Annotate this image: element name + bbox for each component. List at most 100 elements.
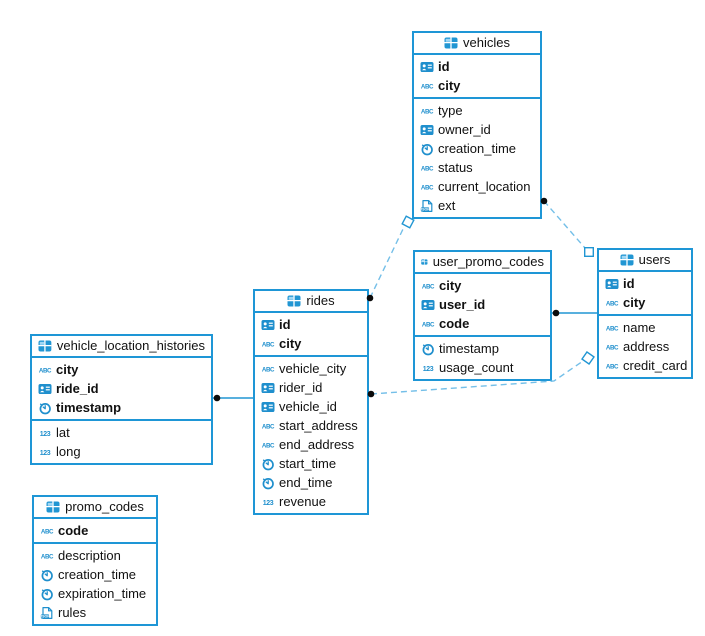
svg-text:ABC: ABC bbox=[261, 366, 274, 373]
svg-text:ABC: ABC bbox=[605, 363, 618, 370]
svg-text:ABC: ABC bbox=[261, 423, 274, 430]
field-label: timestamp bbox=[439, 340, 499, 356]
table-header[interactable]: users bbox=[599, 250, 691, 272]
svg-text:123: 123 bbox=[422, 365, 433, 372]
clock-icon bbox=[41, 588, 53, 600]
field-label: ext bbox=[438, 197, 456, 213]
field-row-id: id bbox=[599, 274, 691, 293]
relationship-line-vehicles-users bbox=[543, 200, 586, 249]
text-abc-icon: ABC bbox=[40, 528, 53, 535]
field-row-id: id bbox=[255, 315, 367, 334]
table-header[interactable]: promo_codes bbox=[34, 497, 156, 519]
field-label: description bbox=[58, 547, 121, 563]
field-row-user_id: user_id bbox=[415, 295, 550, 314]
table-header[interactable]: vehicle_location_histories bbox=[32, 336, 211, 358]
text-abc-icon: ABC bbox=[40, 553, 53, 560]
svg-text:ABC: ABC bbox=[605, 300, 618, 307]
text-abc-icon: ABC bbox=[605, 344, 618, 351]
field-row-type: ABC type bbox=[414, 101, 540, 120]
table-header[interactable]: rides bbox=[255, 291, 367, 313]
text-abc-icon: ABC bbox=[420, 165, 433, 172]
field-label: end_address bbox=[279, 436, 355, 452]
field-row-rules: JSON rules bbox=[34, 603, 156, 622]
field-row-credit_card: ABC credit_card bbox=[599, 356, 691, 375]
text-abc-icon: ABC bbox=[605, 300, 618, 307]
number-123-icon: 123 bbox=[262, 499, 273, 506]
field-label: type bbox=[438, 102, 463, 118]
table-title: user_promo_codes bbox=[432, 254, 544, 269]
table-header[interactable]: user_promo_codes bbox=[415, 252, 550, 274]
id-badge-icon bbox=[420, 61, 433, 72]
field-row-owner_id: owner_id bbox=[414, 120, 540, 139]
id-badge-icon bbox=[261, 401, 274, 412]
text-abc-icon: ABC bbox=[605, 325, 618, 332]
svg-text:ABC: ABC bbox=[420, 108, 433, 115]
field-label: city bbox=[438, 77, 461, 93]
svg-text:ABC: ABC bbox=[421, 321, 434, 328]
text-abc-icon: ABC bbox=[261, 423, 274, 430]
field-label: credit_card bbox=[623, 357, 688, 373]
field-row-lat: 123 lat bbox=[32, 423, 211, 442]
id-badge-icon bbox=[261, 382, 274, 393]
field-row-vehicle_id: vehicle_id bbox=[255, 397, 367, 416]
field-row-creation_time: creation_time bbox=[414, 139, 540, 158]
field-label: id bbox=[279, 316, 291, 332]
text-abc-icon: ABC bbox=[420, 184, 433, 191]
field-row-city: ABC city bbox=[599, 293, 691, 312]
svg-text:123: 123 bbox=[39, 449, 50, 456]
svg-text:123: 123 bbox=[39, 430, 50, 437]
field-label: rules bbox=[58, 604, 87, 620]
field-label: city bbox=[56, 361, 79, 377]
svg-text:ABC: ABC bbox=[421, 283, 434, 290]
svg-text:ABC: ABC bbox=[420, 83, 433, 90]
field-row-revenue: 123 revenue bbox=[255, 492, 367, 511]
field-row-ride_id: ride_id bbox=[32, 379, 211, 398]
field-row-rider_id: rider_id bbox=[255, 378, 367, 397]
field-label: user_id bbox=[439, 296, 486, 312]
field-row-vehicle_city: ABC vehicle_city bbox=[255, 359, 367, 378]
table-title: vehicles bbox=[463, 35, 510, 50]
svg-text:ABC: ABC bbox=[605, 325, 618, 332]
field-label: rider_id bbox=[279, 379, 323, 395]
field-row-code: ABC code bbox=[34, 521, 156, 540]
field-row-creation_time: creation_time bbox=[34, 565, 156, 584]
field-label: city bbox=[279, 335, 302, 351]
field-label: code bbox=[58, 522, 89, 538]
field-label: expiration_time bbox=[58, 585, 147, 601]
field-label: start_time bbox=[279, 455, 337, 471]
field-label: lat bbox=[56, 424, 70, 440]
table-icon bbox=[620, 254, 634, 266]
field-label: city bbox=[623, 294, 646, 310]
svg-text:ABC: ABC bbox=[40, 528, 53, 535]
field-label: revenue bbox=[279, 493, 326, 509]
field-label: end_time bbox=[279, 474, 333, 490]
text-abc-icon: ABC bbox=[420, 108, 433, 115]
field-label: vehicle_city bbox=[279, 360, 347, 376]
table-icon bbox=[421, 259, 428, 265]
field-label: long bbox=[56, 443, 81, 459]
number-123-icon: 123 bbox=[39, 449, 50, 456]
field-row-id: id bbox=[414, 57, 540, 76]
table-header[interactable]: vehicles bbox=[414, 33, 540, 55]
json-icon: JSON bbox=[40, 606, 52, 619]
field-row-long: 123 long bbox=[32, 442, 211, 461]
svg-text:123: 123 bbox=[262, 499, 273, 506]
id-badge-icon bbox=[605, 278, 618, 289]
svg-text:ABC: ABC bbox=[420, 165, 433, 172]
